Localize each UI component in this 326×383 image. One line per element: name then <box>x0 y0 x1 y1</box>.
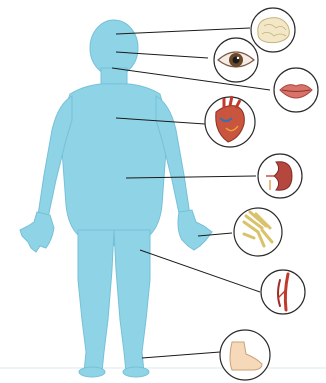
brain-callout <box>251 8 295 52</box>
leader-line-brain <box>116 28 250 34</box>
right-foot <box>123 367 149 377</box>
eye-callout <box>214 38 258 82</box>
left-foot <box>79 367 105 377</box>
leader-line-foot <box>142 352 220 358</box>
hand-callout <box>234 208 282 256</box>
blood-vessels-callout <box>261 270 305 314</box>
brain-icon <box>258 18 290 43</box>
leader-line-blood-vessels <box>140 250 260 292</box>
left-leg <box>78 230 114 372</box>
lips-callout <box>274 68 318 112</box>
left-hand <box>20 212 54 252</box>
foot-callout <box>220 330 270 380</box>
human-body-silhouette <box>20 20 212 377</box>
right-hand <box>178 210 212 250</box>
heart-callout <box>205 96 255 147</box>
kidney-callout <box>258 154 302 198</box>
torso <box>62 84 167 235</box>
